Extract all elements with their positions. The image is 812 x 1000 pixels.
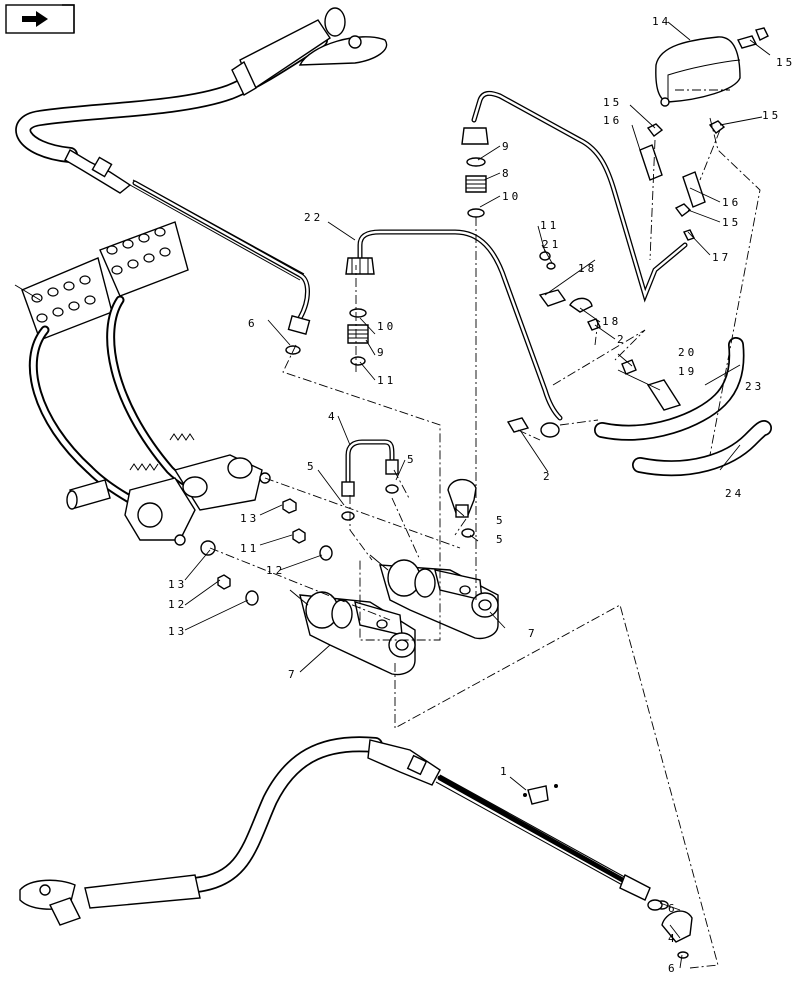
washers-and-nuts — [200, 498, 333, 606]
callout-11: 12 — [168, 598, 187, 611]
pedal-assembly — [14, 221, 271, 546]
callout-9: 10 — [377, 320, 396, 333]
reservoir-14 — [655, 35, 758, 107]
callout-16: 16 — [722, 196, 741, 209]
callout-15: 15 — [776, 56, 795, 69]
callout-10: 11 — [377, 374, 396, 387]
hose-23 — [540, 337, 745, 441]
callout-15: 15 — [762, 109, 781, 122]
leader-lines — [184, 21, 771, 969]
callout-4: 5 — [496, 514, 506, 527]
next-page-button[interactable] — [5, 4, 75, 34]
washer-5-a — [341, 511, 355, 521]
callout-8: 8 — [502, 167, 512, 180]
callout-13: 13 — [240, 512, 259, 525]
callout-5: 5 — [307, 460, 317, 473]
lower-slave-hose-assembly — [19, 736, 693, 959]
callout-7: 7 — [288, 668, 298, 681]
callout-10: 10 — [502, 190, 521, 203]
callout-20: 20 — [678, 346, 697, 359]
callout-5: 5 — [407, 453, 417, 466]
callout-18: 18 — [578, 262, 597, 275]
callout-23: 23 — [745, 380, 764, 393]
callout-8: 9 — [377, 346, 387, 359]
callout-6: 6 — [248, 317, 258, 330]
callout-9: 9 — [502, 140, 512, 153]
washer-5-c — [461, 528, 475, 538]
callout-labels: 14 15 15 16 15 16 15 17 9 8 10 22 11 21 … — [168, 15, 795, 975]
fitting-stack-upper — [465, 157, 487, 218]
callout-4: 4 — [668, 932, 678, 945]
master-cylinder-right — [369, 554, 499, 640]
brake-pipe-upper — [461, 90, 688, 303]
callout-2: 2 — [617, 333, 627, 346]
hose-24 — [632, 420, 772, 477]
forward-arrow-icon — [22, 11, 48, 27]
callout-3: 4 — [328, 410, 338, 423]
callout-24: 24 — [725, 487, 744, 500]
upper-slave-hose-assembly — [15, 7, 388, 335]
callout-19: 19 — [678, 365, 697, 378]
callout-11: 11 — [240, 542, 259, 555]
callout-5: 5 — [496, 533, 506, 546]
callout-18: 18 — [602, 315, 621, 328]
callout-12: 12 — [266, 564, 285, 577]
callout-7: 7 — [528, 627, 538, 640]
fitting-stack-lower — [347, 308, 369, 366]
washer-5-b — [385, 484, 399, 494]
washer-6-upper — [285, 345, 301, 355]
callout-15: 15 — [722, 216, 741, 229]
callout-2: 2 — [543, 470, 553, 483]
callout-12: 13 — [168, 625, 187, 638]
callout-17: 17 — [712, 251, 731, 264]
callout-22: 22 — [304, 211, 323, 224]
callout-16: 16 — [603, 114, 622, 127]
brake-pipe-22 — [345, 229, 563, 421]
brake-pipe-3 — [341, 439, 399, 497]
callout-1: 1 — [500, 765, 510, 778]
clip-and-bracket-cluster — [506, 251, 682, 433]
callout-6: 6 — [668, 902, 678, 915]
flow-lines — [209, 89, 761, 969]
callout-15: 15 — [603, 96, 622, 109]
callout-5: 6 — [668, 962, 678, 975]
callout-14: 14 — [652, 15, 671, 28]
elbow-fitting-4 — [447, 478, 477, 518]
master-cylinder-left — [289, 589, 416, 676]
callout-13: 13 — [168, 578, 187, 591]
callout-11: 11 — [540, 219, 559, 232]
callout-21: 21 — [542, 238, 561, 251]
